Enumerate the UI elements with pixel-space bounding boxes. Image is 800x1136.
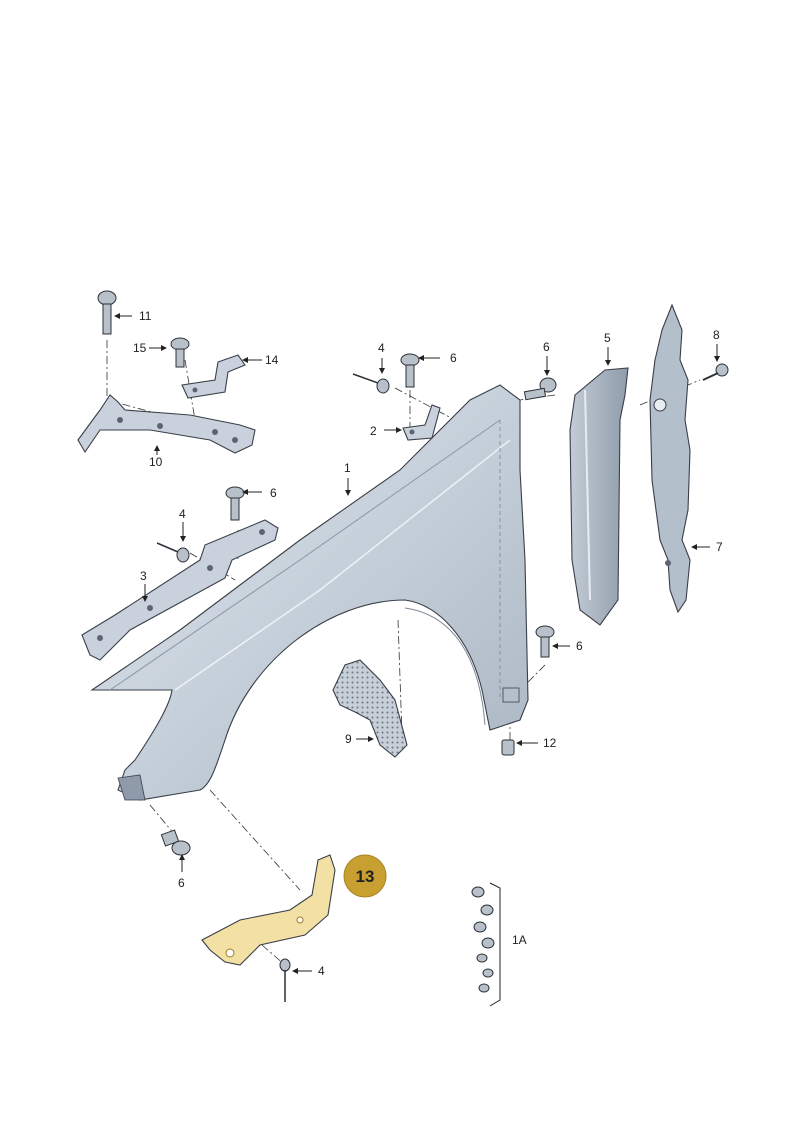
label-9: 9 [345, 732, 352, 746]
label-6-right: 6 [543, 340, 550, 354]
screw-8 [702, 363, 729, 381]
label-15: 15 [133, 341, 147, 355]
label-6-bottom: 6 [178, 876, 185, 890]
label-1A: 1A [512, 933, 527, 947]
label-6-top: 6 [450, 351, 457, 365]
label-11: 11 [139, 309, 152, 323]
bracket-lower [81, 519, 279, 661]
nut-12 [501, 739, 515, 756]
label-2: 2 [370, 424, 377, 438]
label-5: 5 [604, 331, 611, 345]
fender-panel [90, 384, 529, 801]
label-6-mid: 6 [270, 486, 277, 500]
rivet-4-top [352, 373, 390, 394]
bracket-brace-1A [489, 882, 501, 1007]
bolt-11 [97, 290, 117, 335]
rivet-4-mid [156, 542, 190, 563]
rivet-4-bottom [279, 958, 291, 1002]
hardware-set-1A [471, 886, 495, 993]
leader-lines [114, 313, 720, 974]
bolt-15 [170, 337, 190, 368]
bracket-14 [181, 354, 246, 399]
label-4-top: 4 [378, 341, 385, 355]
label-12: 12 [543, 736, 557, 750]
badge-13-label: 13 [356, 867, 375, 886]
bolt-6-top [400, 353, 420, 388]
label-7: 7 [716, 540, 723, 554]
foam-insert-9 [332, 659, 408, 758]
bracket-upper [77, 394, 256, 454]
label-4-bottom: 4 [318, 964, 325, 978]
clip-bracket-2 [402, 404, 441, 441]
bolt-6-mid [225, 486, 245, 521]
badge-13[interactable]: 13 [343, 854, 387, 898]
label-3: 3 [140, 569, 147, 583]
label-4-mid: 4 [179, 507, 186, 521]
wheelhouse-liner-5 [569, 367, 629, 626]
label-8: 8 [713, 328, 720, 342]
highlighted-bracket-13 [201, 854, 336, 966]
bolt-6-right [523, 377, 557, 401]
label-14: 14 [265, 353, 279, 367]
callout-labels: 11 15 14 10 4 6 2 1 6 4 3 6 5 8 7 6 9 12… [133, 309, 723, 978]
fasteners [97, 290, 729, 1007]
label-6-lower-right: 6 [576, 639, 583, 653]
label-10: 10 [149, 455, 163, 469]
seal-strip-7 [649, 303, 691, 614]
bolt-6-lower-right [535, 625, 555, 658]
label-1: 1 [344, 461, 351, 475]
bolt-6-bottom [160, 829, 191, 856]
